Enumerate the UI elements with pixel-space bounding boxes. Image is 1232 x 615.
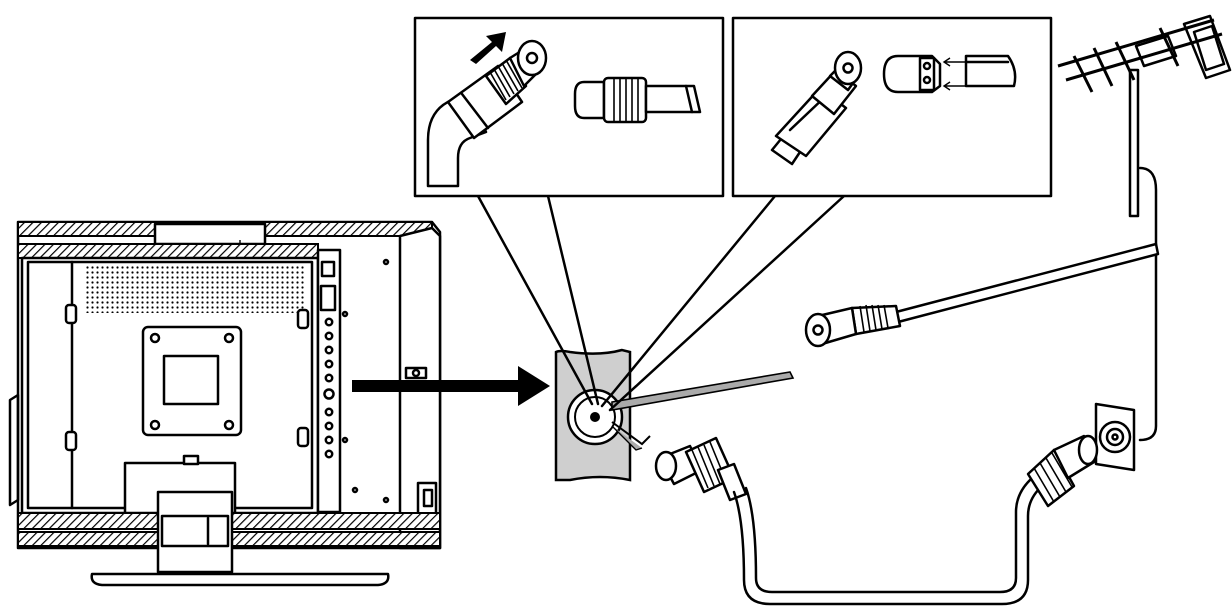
coax-cable-loop xyxy=(654,434,1099,606)
tv-rear-view xyxy=(8,220,442,587)
callout-lines xyxy=(476,194,846,412)
rf-input-socket xyxy=(554,348,795,482)
roof-antenna xyxy=(1057,14,1232,442)
direction-arrow xyxy=(352,366,550,406)
iec-plug-inset xyxy=(413,16,725,198)
coax-cable-upper xyxy=(804,242,1160,348)
f-connector-inset xyxy=(731,16,1053,198)
wall-antenna-outlet xyxy=(1094,402,1136,472)
